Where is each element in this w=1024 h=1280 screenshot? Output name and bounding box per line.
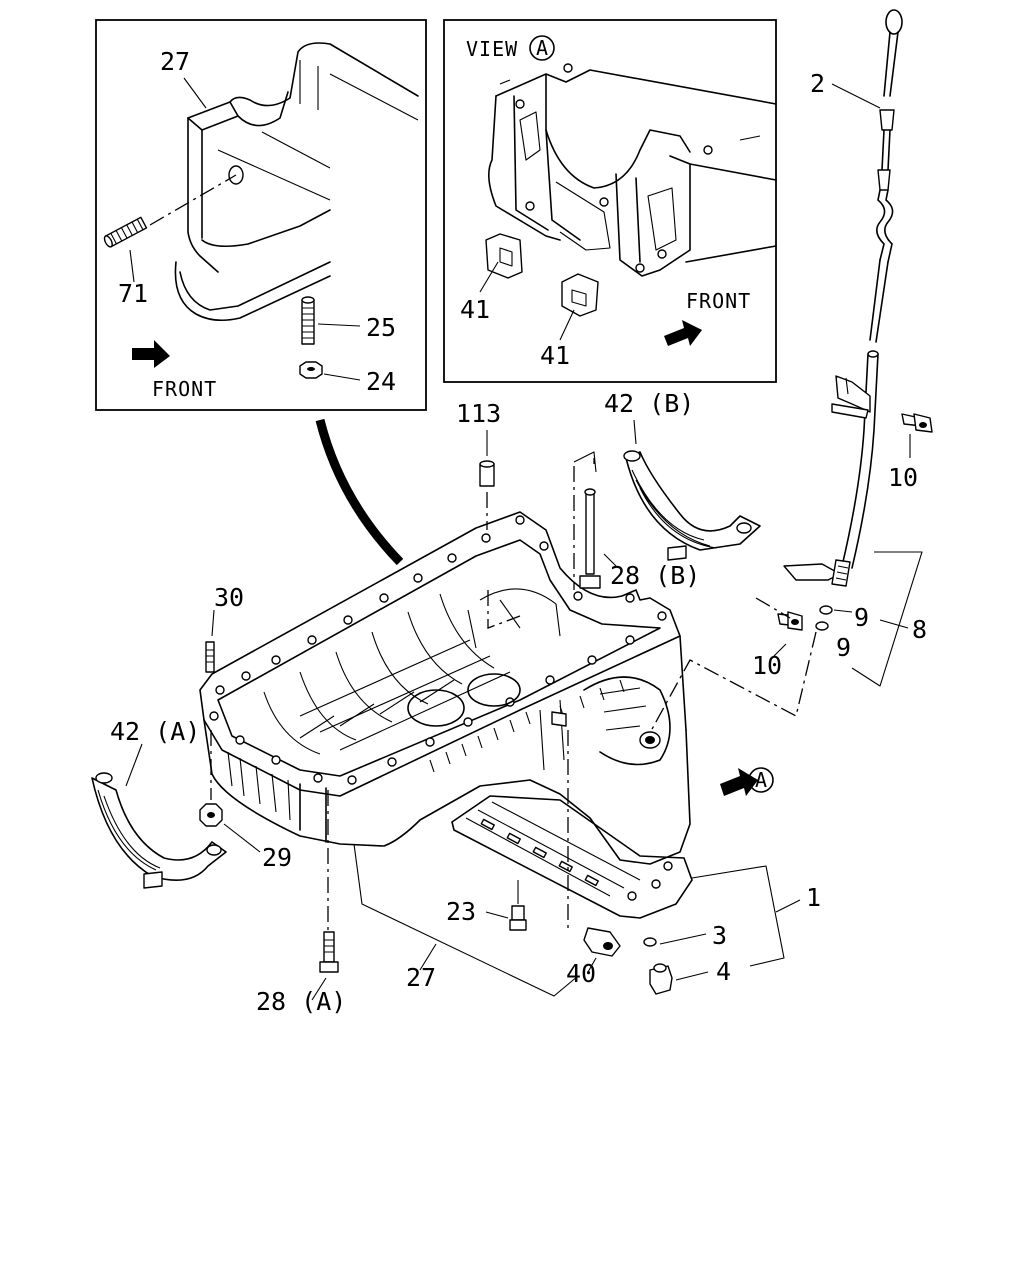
- inset-pan-rear-detail: [95, 19, 427, 411]
- view-a-title: VIEW: [466, 37, 518, 61]
- front-label-left: FRONT: [152, 377, 217, 401]
- view-a-marker-circle: [529, 35, 555, 61]
- callout-42a: 42 (A): [110, 717, 200, 746]
- view-a-arrow-marker-circle: [748, 767, 774, 793]
- callout-29: 29: [262, 843, 292, 872]
- inset-pointer-arc: [315, 418, 404, 566]
- callout-3: 3: [712, 921, 727, 950]
- callout-2: 2: [810, 69, 825, 98]
- callout-4: 4: [716, 957, 731, 986]
- callout-9-b: 9: [836, 633, 851, 662]
- callout-24: 24: [366, 367, 396, 396]
- view-a-marker: A: [536, 36, 549, 60]
- callout-8: 8: [912, 615, 927, 644]
- callout-40: 40: [566, 959, 596, 988]
- callout-42b: 42 (B): [604, 389, 694, 418]
- inset-view-a: [443, 19, 777, 383]
- callout-30: 30: [214, 583, 244, 612]
- callout-28b: 28 (B): [610, 561, 700, 590]
- callout-9-a: 9: [854, 603, 869, 632]
- front-label-right: FRONT: [686, 289, 751, 313]
- oil-pan-main: [91, 419, 801, 1001]
- callout-41-b: 41: [540, 341, 570, 370]
- callout-23: 23: [446, 897, 476, 926]
- view-a-arrow-marker: A: [755, 768, 768, 792]
- callout-71: 71: [118, 279, 148, 308]
- callout-10-lower: 10: [752, 651, 782, 680]
- callout-28a: 28 (A): [256, 987, 346, 1016]
- callout-25: 25: [366, 313, 396, 342]
- callout-27: 27: [406, 963, 436, 992]
- dipstick-assembly: [645, 9, 933, 741]
- callout-10-upper: 10: [888, 463, 918, 492]
- callout-113: 113: [456, 399, 501, 428]
- callout-41-a: 41: [460, 295, 490, 324]
- callout-27-inset: 27: [160, 47, 190, 76]
- callout-1: 1: [806, 883, 821, 912]
